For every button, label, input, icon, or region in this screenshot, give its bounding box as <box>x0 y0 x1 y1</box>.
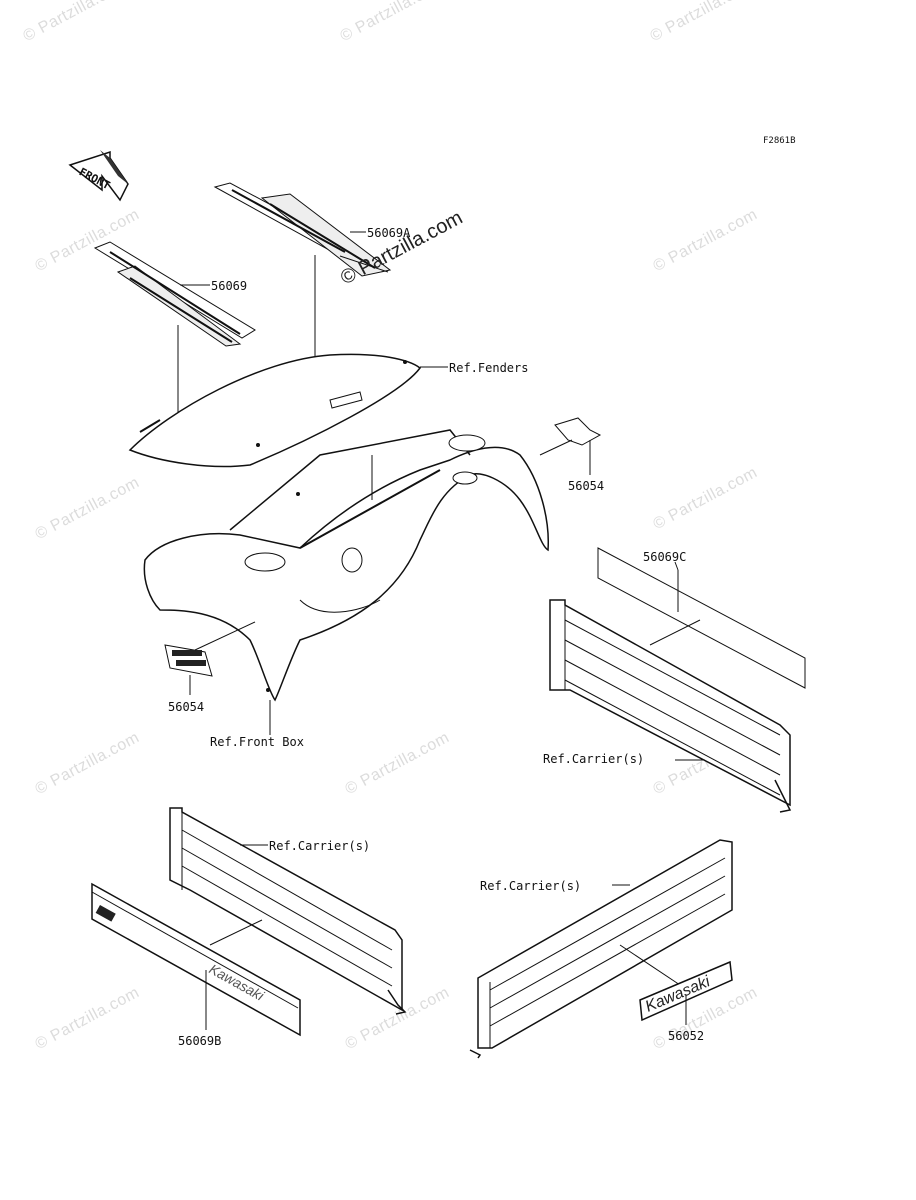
carrier-panel-right <box>549 599 792 813</box>
leader-line <box>194 621 256 651</box>
part-label-56052[interactable]: 56052 <box>668 1029 704 1043</box>
part-label-56069[interactable]: 56069 <box>211 279 247 293</box>
leader-line <box>619 944 681 986</box>
panel-decal-56069c <box>597 547 806 689</box>
small-decal-56054-right <box>554 417 602 446</box>
leader-line <box>539 439 573 456</box>
front-box <box>143 429 549 702</box>
figure-code: F2861B <box>763 136 796 146</box>
ref-label-carrier-mid[interactable]: Ref.Carrier(s) <box>269 839 370 853</box>
carrier-panel-bottom <box>469 839 733 1059</box>
ref-label-fenders[interactable]: Ref.Fenders <box>449 361 528 375</box>
stripe-decal-56069 <box>93 241 256 347</box>
ref-label-carrier-bottom[interactable]: Ref.Carrier(s) <box>480 879 581 893</box>
leader-line <box>674 561 679 571</box>
leader-line <box>649 619 701 646</box>
part-label-56069b[interactable]: 56069B <box>178 1034 221 1048</box>
part-label-56069c[interactable]: 56069C <box>643 550 686 564</box>
small-decal-56054-left <box>164 644 213 677</box>
fender-hood <box>128 353 422 468</box>
part-label-56054-right[interactable]: 56054 <box>568 479 604 493</box>
stripe-decal-56069a <box>213 182 392 277</box>
carrier-panel-mid <box>169 807 407 1015</box>
part-label-56069a[interactable]: 56069A <box>367 226 411 240</box>
ref-label-front-box[interactable]: Ref.Front Box <box>210 735 304 749</box>
leader-line <box>209 919 263 946</box>
ref-label-carrier-right[interactable]: Ref.Carrier(s) <box>543 752 644 766</box>
part-label-56054-left[interactable]: 56054 <box>168 700 204 714</box>
panel-decal-56069b: Kawasaki <box>91 882 301 1037</box>
front-arrow-icon: FRONT <box>68 150 129 202</box>
